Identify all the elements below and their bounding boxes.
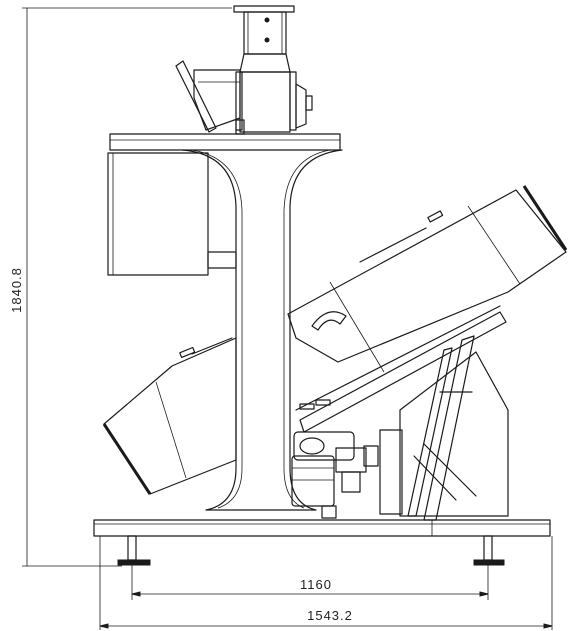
right-foot <box>473 535 505 600</box>
overall-width-label: 1543.2 <box>307 608 353 623</box>
support-frame <box>295 305 507 521</box>
lower-housing <box>379 351 509 517</box>
electrical-box <box>107 152 237 276</box>
base-frame <box>93 519 553 630</box>
foot-spacing-dimension: 1160 <box>131 577 489 597</box>
lower-sorting-unit <box>102 337 237 495</box>
upper-sorting-unit <box>287 185 568 373</box>
overall-width-dimension: 1543.2 <box>99 608 553 629</box>
top-plate <box>109 133 341 151</box>
ejector-assembly <box>291 431 379 519</box>
height-dimension-label: 1840.8 <box>9 267 24 313</box>
left-foot <box>117 535 151 600</box>
top-hopper <box>175 5 313 135</box>
height-dimension: 1840.8 <box>9 7 232 567</box>
foot-spacing-label: 1160 <box>300 577 332 592</box>
